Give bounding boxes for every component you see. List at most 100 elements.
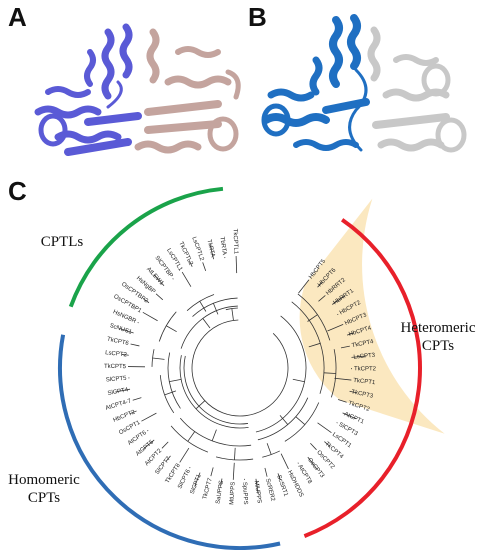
clade-stem (279, 415, 289, 425)
clade-arc (297, 293, 331, 341)
branch-tip (232, 462, 235, 480)
branch-tip (147, 430, 149, 432)
branch-tip (280, 453, 289, 470)
leaf-label: MtUPPS (229, 482, 236, 505)
clade-stem (152, 357, 165, 360)
branch-tip (194, 472, 201, 487)
branch-tip (334, 377, 352, 381)
branch-tip (310, 442, 317, 451)
clade-stem (295, 416, 306, 425)
clade-stem (169, 378, 182, 383)
leaf-label: AtCPT4-7 (105, 398, 133, 412)
branch-tip (130, 343, 140, 347)
root-arc (183, 355, 249, 425)
branch-tip (181, 271, 192, 287)
leaf-label: TkCPT4 (351, 339, 374, 349)
branch-tip (277, 473, 281, 481)
clade-stem (323, 372, 336, 374)
panel-label-c: C (8, 176, 27, 206)
branch-tip (142, 439, 155, 450)
leaf-label: TkCPT2 (354, 366, 377, 372)
clade-stem (187, 431, 196, 442)
leaf-label: ScSRT1 (275, 474, 288, 498)
branch-tip (351, 355, 367, 358)
group-label-homomeric-line1: Homomeric (8, 472, 80, 488)
branch-tip (332, 295, 345, 305)
clade-arc (159, 375, 175, 414)
protein-structure-b (261, 14, 467, 153)
branch-tip (298, 279, 310, 294)
branch-tip (179, 447, 190, 463)
group-label-heteromeric-line2: CPTs (421, 338, 455, 354)
leaf-label: AtCPT1 (343, 411, 365, 425)
branch-tip (188, 260, 193, 267)
branch-tip (141, 412, 157, 422)
leaf-label: LsCPT3 (353, 353, 376, 361)
clade-stem (166, 325, 177, 333)
branch-tip (317, 422, 332, 434)
branch-tip (317, 281, 323, 288)
clade-arc (255, 315, 307, 433)
branch-tip (202, 262, 207, 272)
branch-tip (119, 327, 134, 334)
branch-tip (165, 455, 171, 462)
branch-tip (161, 441, 169, 449)
branch-tip (318, 295, 326, 302)
branch-tip (324, 441, 330, 447)
protein-structure-a (34, 23, 241, 156)
leaf-label: ScRER2 (264, 478, 276, 502)
arc-cptls (68, 186, 224, 308)
leaf-label: TkCPT5 (104, 364, 127, 370)
branch-tip (129, 410, 137, 414)
leaf-label: LsCPTL2 (190, 236, 204, 262)
clade-stem (231, 308, 234, 321)
branch-tip (143, 298, 150, 304)
group-label-heteromeric: Heteromeric CPTs (396, 319, 480, 355)
panel-label-a: A (8, 2, 27, 32)
branch-tip (264, 467, 268, 477)
branch-tip (210, 467, 214, 477)
leaf-label: AtCPT8 (296, 464, 312, 486)
clade-arc (291, 301, 325, 394)
leaf-label: TkCPT6 (106, 337, 129, 348)
leaf-label: SpuPPS (241, 482, 248, 505)
branch-tip (327, 324, 344, 332)
clade-stem (234, 447, 236, 460)
branch-tip (307, 456, 318, 470)
chain-2 (134, 28, 241, 154)
branch-tip (153, 274, 165, 286)
clade-arc (257, 397, 309, 441)
branch-tip (340, 345, 350, 349)
branch-tip (255, 478, 259, 494)
arc-heteromeric (303, 218, 422, 538)
leaf-label: TkCPT7 (202, 477, 214, 500)
leaf-label: HbCPT2 (113, 409, 137, 424)
branch-tip (209, 244, 214, 260)
clade-stem (292, 378, 305, 383)
clade-stem (199, 300, 207, 312)
leaf-label: TkCPTL1 (232, 229, 239, 255)
branch-tip (121, 354, 129, 356)
leaf-label: HsNGBR (112, 309, 138, 325)
leaf-label: SlCPT1 (190, 473, 203, 495)
branch-tip (297, 462, 299, 464)
clade-arc (179, 355, 249, 429)
chain-2 (367, 26, 467, 153)
clade-stem (164, 390, 177, 396)
group-label-homomeric-line2: CPTs (27, 490, 61, 506)
chain-1 (34, 23, 142, 156)
clade-stem (195, 400, 206, 410)
branch-tip (172, 278, 174, 280)
leaf-label: LsCPT2 (105, 350, 128, 359)
group-label-homomeric: Homomeric CPTs (4, 471, 84, 507)
arc-homomeric (58, 334, 281, 550)
group-label-heteromeric-line1: Heteromeric (400, 320, 476, 336)
group-label-cptls: CPTLs (40, 234, 84, 250)
clade-stem (202, 318, 211, 329)
leaf-label: TkCPT3 (351, 389, 374, 400)
leaf-label: TkCPT1 (353, 378, 376, 386)
clade-stem (212, 303, 219, 315)
chain-1 (261, 14, 370, 152)
panel-label-b: B (248, 2, 267, 32)
branch-tip (155, 293, 164, 301)
